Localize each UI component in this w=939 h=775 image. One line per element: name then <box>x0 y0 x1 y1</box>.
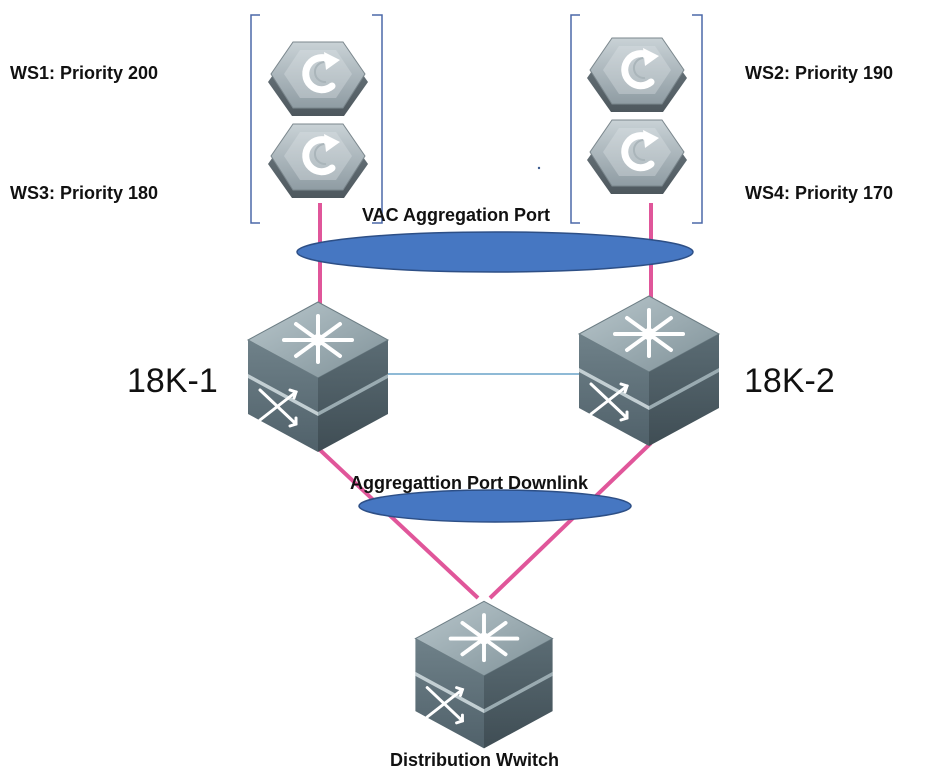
ws1-label: WS1: Priority 200 <box>10 63 159 83</box>
ws3-label: WS3: Priority 180 <box>10 183 159 203</box>
switch-18k2-label: 18K-2 <box>744 362 835 400</box>
distribution-switch-label: Distribution Wwitch <box>390 750 559 770</box>
core-switch-icon-18k2 <box>577 294 721 448</box>
stray-dot <box>537 166 541 170</box>
vac-aggregation-port-ellipse <box>296 231 694 273</box>
ws-group-left-bracket <box>250 14 383 224</box>
downlink-aggregation-port-ellipse <box>358 489 632 523</box>
wireless-controller-icon-ws4 <box>587 120 687 194</box>
downlink-aggregation-port-label: Aggregattion Port Downlink <box>350 473 588 493</box>
wireless-controller-icon-ws1 <box>268 42 368 116</box>
vac-aggregation-port-label: VAC Aggregation Port <box>362 205 550 225</box>
ws2-label: WS2: Priority 190 <box>745 63 894 83</box>
wireless-controller-icon-ws2 <box>587 38 687 112</box>
link-18k2-to-distribution <box>488 441 653 600</box>
ws4-label: WS4: Priority 170 <box>745 183 894 203</box>
switch-18k1-label: 18K-1 <box>127 362 218 400</box>
distribution-switch-icon <box>413 599 555 751</box>
link-18k1-to-distribution <box>318 448 480 600</box>
ws-group-right-bracket <box>570 14 703 224</box>
core-switch-icon-18k1 <box>246 300 390 454</box>
wireless-controller-icon-ws3 <box>268 124 368 198</box>
